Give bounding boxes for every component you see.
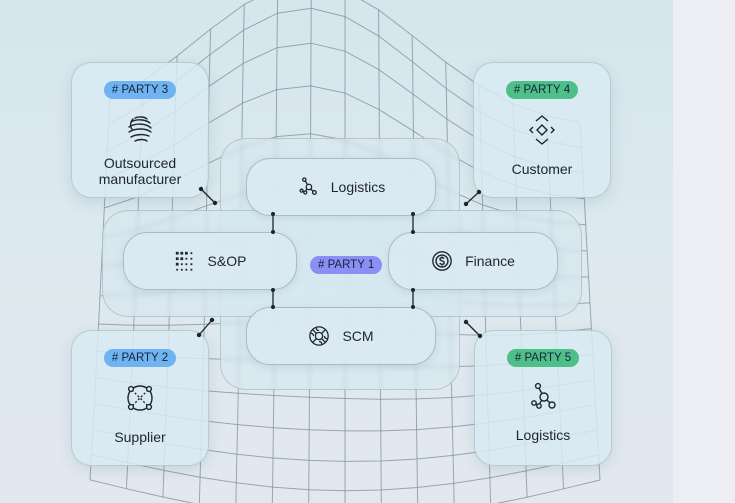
party-2-tag: # PARTY 2 bbox=[103, 349, 177, 367]
dot-grid-icon bbox=[175, 251, 192, 271]
party-label: Outsourced manufacturer bbox=[98, 155, 182, 187]
diamond-arrows-icon bbox=[529, 115, 555, 145]
party-1-tag: # PARTY 1 bbox=[310, 256, 383, 274]
party-label: Supplier bbox=[114, 429, 166, 445]
party-card-outsourced-manufacturer[interactable]: # PARTY 3 Outsourced manufacturer bbox=[71, 62, 209, 198]
dollar-coin-icon bbox=[432, 251, 452, 271]
network-nodes-icon bbox=[299, 177, 317, 195]
hub-node-label: Logistics bbox=[330, 179, 386, 195]
party-card-customer[interactable]: # PARTY 4 Customer bbox=[473, 62, 611, 198]
party-4-tag: # PARTY 4 bbox=[505, 81, 579, 99]
network-nodes-icon bbox=[531, 382, 556, 409]
globe-lines-icon bbox=[128, 116, 152, 142]
party-3-tag: # PARTY 3 bbox=[103, 81, 177, 99]
circle-cross-nodes-icon bbox=[127, 385, 153, 411]
hub-node-label: S&OP bbox=[207, 253, 247, 269]
party-5-tag: # PARTY 5 bbox=[506, 349, 580, 367]
party-card-logistics[interactable]: # PARTY 5 Logistics bbox=[474, 330, 612, 466]
mesh-line bbox=[91, 454, 599, 492]
party-label: Customer bbox=[511, 161, 573, 177]
hub-node-sop[interactable]: S&OP bbox=[123, 232, 297, 290]
party-card-supplier[interactable]: # PARTY 2 Supplier bbox=[71, 330, 209, 466]
hub-node-logistics[interactable]: Logistics bbox=[246, 158, 436, 216]
cycle-arrows-icon bbox=[309, 326, 330, 346]
right-edge-panel bbox=[673, 0, 735, 503]
hub-node-label: Finance bbox=[465, 253, 515, 269]
hub-node-scm[interactable]: SCM bbox=[246, 307, 436, 365]
hub-node-label: SCM bbox=[342, 328, 374, 344]
mesh-line bbox=[89, 479, 601, 503]
party-label: Logistics bbox=[515, 427, 571, 443]
hub-node-finance[interactable]: Finance bbox=[388, 232, 558, 290]
